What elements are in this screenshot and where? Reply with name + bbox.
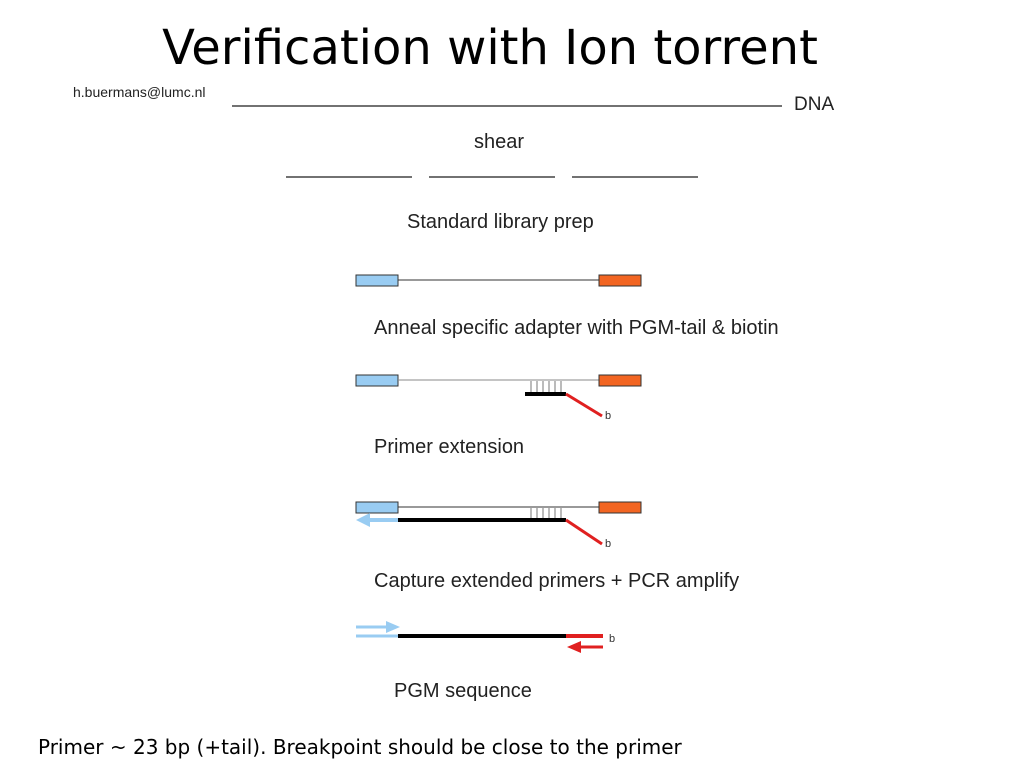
author-email: h.buermans@lumc.nl	[73, 84, 206, 100]
left-adapter	[355, 274, 399, 287]
library-fragment	[355, 274, 642, 287]
left-adapter	[355, 501, 399, 514]
right-adapter	[598, 374, 642, 387]
reverse-arrow-head	[567, 641, 581, 653]
anneal-label: Anneal specific adapter with PGM-tail & …	[374, 317, 779, 339]
capture-label: Capture extended primers + PCR amplify	[374, 570, 740, 592]
biotin-label: b	[605, 538, 611, 550]
extension-arrow-head	[356, 513, 370, 527]
extension-label: Primer extension	[374, 436, 525, 458]
biotin-tail	[565, 518, 603, 546]
library-prep-label: Standard library prep	[407, 211, 594, 233]
biotin-tail	[565, 392, 603, 418]
slide-title: Verification with Ion torrent	[162, 20, 818, 76]
right-adapter	[598, 274, 642, 287]
dna-label: DNA	[794, 94, 835, 115]
hybridization-ticks	[530, 381, 562, 394]
shear-label: shear	[474, 131, 525, 153]
biotin-label: b	[605, 410, 611, 422]
left-adapter	[355, 374, 399, 387]
right-adapter	[598, 501, 642, 514]
amplified-fragment: b	[356, 621, 615, 653]
slide-caption: Primer ~ 23 bp (+tail). Breakpoint shoul…	[38, 735, 682, 759]
annealed-fragment: b	[355, 374, 642, 422]
extended-fragment: b	[355, 501, 642, 550]
biotin-label: b	[609, 633, 615, 645]
forward-arrow-head	[386, 621, 400, 633]
sequence-label: PGM sequence	[394, 680, 532, 702]
